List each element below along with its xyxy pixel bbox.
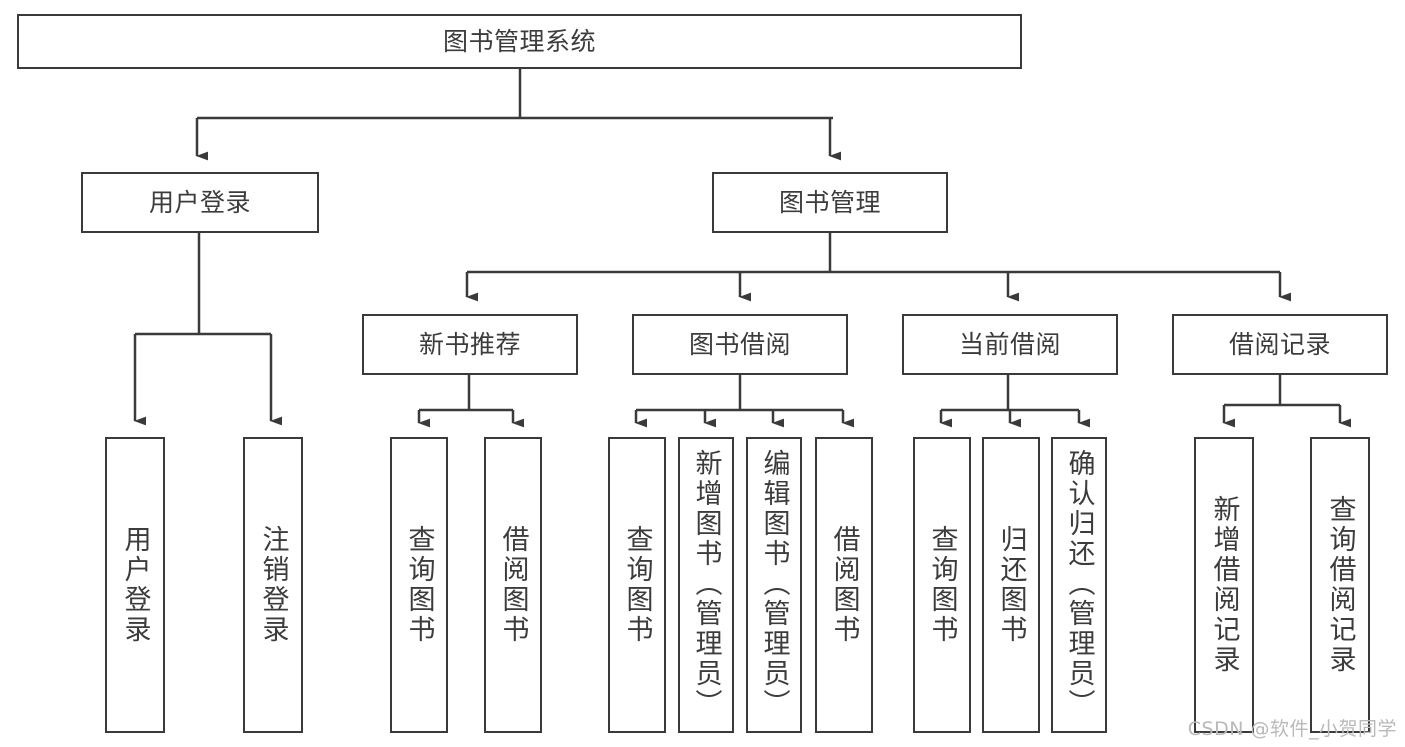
node-leaf-query-borrow-record[interactable]: 查询借阅记录 bbox=[1310, 437, 1370, 733]
node-user-login[interactable]: 用户登录 bbox=[81, 172, 319, 233]
node-borrow-record-label: 借阅记录 bbox=[1228, 329, 1331, 359]
node-leaf-edit-book-admin[interactable]: 编辑图书（管理员） bbox=[746, 437, 802, 733]
node-borrow-record[interactable]: 借阅记录 bbox=[1172, 314, 1388, 375]
node-leaf-return-book[interactable]: 归还图书 bbox=[982, 437, 1040, 733]
node-leaf-currentborrow-query-book-label: 查询图书 bbox=[926, 525, 958, 645]
node-leaf-add-borrow-record-label: 新增借阅记录 bbox=[1208, 495, 1240, 675]
node-book-management-label: 图书管理 bbox=[778, 187, 881, 217]
node-leaf-bookborrow-query-book-label: 查询图书 bbox=[621, 525, 653, 645]
node-leaf-newbook-query-book-label: 查询图书 bbox=[403, 525, 435, 645]
node-leaf-newbook-borrow-book[interactable]: 借阅图书 bbox=[484, 437, 542, 733]
node-user-login-label: 用户登录 bbox=[148, 187, 251, 217]
node-book-management[interactable]: 图书管理 bbox=[712, 172, 948, 233]
node-new-book-recommend-label: 新书推荐 bbox=[418, 329, 521, 359]
node-leaf-user-login-label: 用户登录 bbox=[119, 525, 151, 645]
node-leaf-confirm-return-admin-label: 确认归还（管理员） bbox=[1063, 449, 1095, 719]
node-leaf-newbook-query-book[interactable]: 查询图书 bbox=[390, 437, 448, 733]
node-leaf-logout-label: 注销登录 bbox=[257, 525, 289, 645]
node-book-borrow[interactable]: 图书借阅 bbox=[632, 314, 848, 375]
node-leaf-logout[interactable]: 注销登录 bbox=[243, 437, 303, 733]
node-root-book-management-system[interactable]: 图书管理系统 bbox=[17, 14, 1022, 69]
node-leaf-return-book-label: 归还图书 bbox=[995, 525, 1027, 645]
node-leaf-confirm-return-admin[interactable]: 确认归还（管理员） bbox=[1051, 437, 1107, 733]
node-leaf-edit-book-admin-label: 编辑图书（管理员） bbox=[758, 449, 790, 719]
node-current-borrow[interactable]: 当前借阅 bbox=[902, 314, 1118, 375]
node-root-label: 图书管理系统 bbox=[442, 26, 596, 56]
node-current-borrow-label: 当前借阅 bbox=[958, 329, 1061, 359]
node-leaf-add-book-admin-label: 新增图书（管理员） bbox=[690, 449, 722, 719]
node-leaf-currentborrow-query-book[interactable]: 查询图书 bbox=[913, 437, 971, 733]
node-leaf-query-borrow-record-label: 查询借阅记录 bbox=[1324, 495, 1356, 675]
node-leaf-user-login[interactable]: 用户登录 bbox=[105, 437, 165, 733]
node-leaf-bookborrow-query-book[interactable]: 查询图书 bbox=[608, 437, 666, 733]
node-leaf-add-borrow-record[interactable]: 新增借阅记录 bbox=[1194, 437, 1254, 733]
node-leaf-newbook-borrow-book-label: 借阅图书 bbox=[497, 525, 529, 645]
node-leaf-bookborrow-borrow-book-label: 借阅图书 bbox=[828, 525, 860, 645]
node-book-borrow-label: 图书借阅 bbox=[688, 329, 791, 359]
node-leaf-bookborrow-borrow-book[interactable]: 借阅图书 bbox=[815, 437, 873, 733]
node-leaf-add-book-admin[interactable]: 新增图书（管理员） bbox=[678, 437, 734, 733]
node-new-book-recommend[interactable]: 新书推荐 bbox=[362, 314, 578, 375]
